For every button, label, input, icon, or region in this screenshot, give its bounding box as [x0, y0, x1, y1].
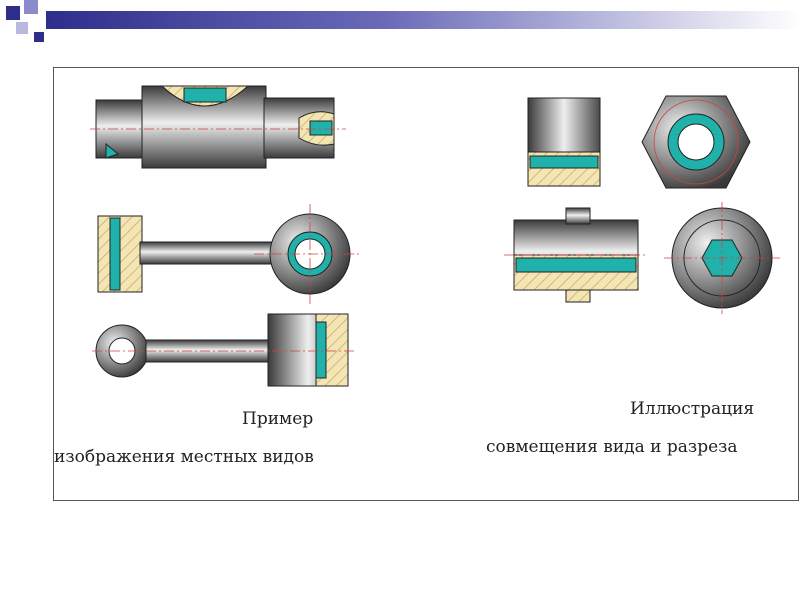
left-caption-line2: изображения местных видов [54, 447, 314, 467]
lever-drawing-lower [92, 313, 354, 387]
technical-drawings [90, 85, 780, 387]
header-decoration [0, 0, 800, 50]
right-caption-line1: Иллюстрация [630, 399, 755, 419]
sleeve-combined-view [527, 97, 601, 187]
lever-drawing-upper [97, 204, 360, 304]
illustration-frame: Пример изображения местных видов Иллюстр… [53, 67, 799, 501]
header-square-4 [34, 32, 44, 42]
header-square-1 [6, 6, 20, 20]
stepped-part-section [504, 207, 648, 303]
hex-nut-view [641, 95, 751, 189]
hex-socket-view [664, 202, 780, 314]
shaft-drawing [90, 85, 346, 169]
header-square-2 [24, 0, 38, 14]
left-caption-line1: Пример [242, 409, 314, 429]
header-square-3 [16, 22, 28, 34]
right-caption-line2: совмещения вида и разреза [486, 437, 738, 457]
header-gradient-bar [46, 11, 800, 29]
